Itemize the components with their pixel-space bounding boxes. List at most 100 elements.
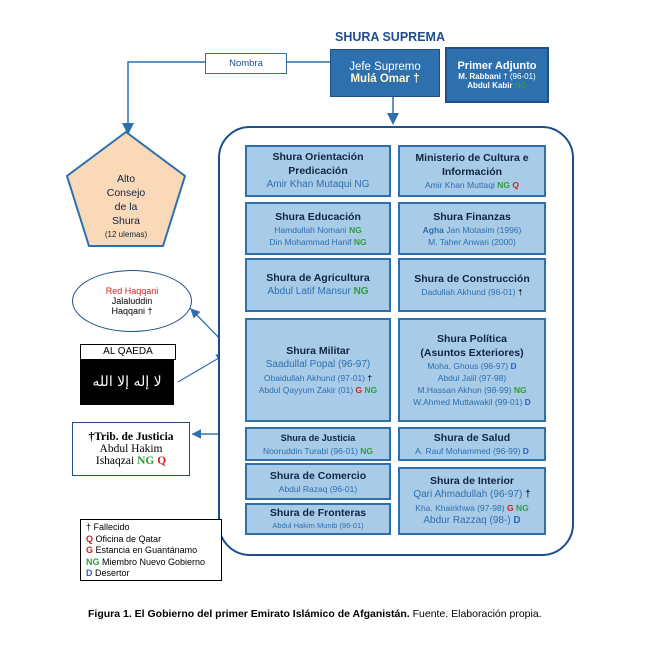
construccion-s: Dadullah Akhund (96-01) † xyxy=(400,286,544,298)
orientacion-h2: Predicación xyxy=(288,165,348,177)
shura-salud-box: Shura de Salud A. Rauf Mohammed (96-99) … xyxy=(398,427,546,461)
justicia-name: Nooruddin Turabi (96-01) xyxy=(262,446,358,456)
adjunto-title: Primer Adjunto xyxy=(457,60,537,72)
shura-comercio-box: Shura de Comercio Abdul Razaq (96-01) xyxy=(245,463,391,500)
trib-l1: Trib. de Justicia xyxy=(94,431,174,443)
alto-consejo-l5: (12 ulemas) xyxy=(104,230,148,239)
trib-l2: Abdul Hakim xyxy=(99,443,163,455)
finanzas-h: Shura Finanzas xyxy=(433,210,511,223)
militar-s3-g: G xyxy=(355,385,363,395)
politica-s3-name: M.Hassan Akhun (98-99) xyxy=(417,385,512,395)
alto-consejo-l2: Consejo xyxy=(106,187,146,199)
legend-label-1: Oficina de Qatar xyxy=(95,533,162,544)
educacion-s2: Din Mohammad Hanif NG xyxy=(247,236,389,248)
interior-s1-name: Qari Ahmadullah (96-97) xyxy=(413,489,523,500)
salud-d: D xyxy=(522,446,529,456)
al-qaeda-label: AL QAEDA xyxy=(80,344,176,360)
trib-q: Q xyxy=(157,455,167,467)
jefe-name: Mulá Omar xyxy=(350,73,410,85)
legend-label-0: Fallecido xyxy=(93,522,130,532)
interior-s2-ng: NG xyxy=(515,503,529,513)
jefe-line1: Jefe Supremo xyxy=(349,61,421,73)
construccion-name: Dadullah Akhund (96-01) xyxy=(421,287,516,297)
interior-h: Shura de Interior xyxy=(429,475,514,487)
primer-adjunto-box: Primer Adjunto M. Rabbani † (96-01) Abdu… xyxy=(445,47,549,103)
educacion-s1-ng: NG xyxy=(348,224,362,235)
politica-h2: (Asuntos Exteriores) xyxy=(420,347,524,359)
agricultura-h: Shura de Agricultura xyxy=(266,272,370,284)
cultura-h2: Información xyxy=(441,166,503,178)
politica-s4-name: W.Ahmed Muttawakil (99-01) xyxy=(413,397,523,407)
justicia-ng: NG xyxy=(360,446,374,456)
alto-consejo-pentagon xyxy=(65,130,187,247)
interior-s1: Qari Ahmadullah (96-97) † xyxy=(400,488,544,502)
adjunto-m1-name: M. Rabbani xyxy=(458,72,501,81)
fronteras-h: Shura de Fronteras xyxy=(269,507,367,519)
adjunto-m2: Abdul Kabir NG xyxy=(447,81,547,90)
figure-caption: Figura 1. El Gobierno del primer Emirato… xyxy=(88,608,588,620)
fronteras-s: Abdul Hakim Munib (96-01) xyxy=(272,521,364,530)
al-qaeda-flag: لا إله إلا الله xyxy=(80,359,174,405)
justicia-s: Nooruddin Turabi (96-01) NG xyxy=(247,445,389,457)
finanzas-s1: Agha Jan Motasim (1996) xyxy=(400,224,544,236)
interior-s2-g: G xyxy=(506,503,514,513)
shura-finanzas-box: Shura Finanzas Agha Jan Motasim (1996) M… xyxy=(398,202,546,255)
shura-orientacion-box: Shura Orientación Predicación Amir Khan … xyxy=(245,145,391,197)
legend-box: † Fallecido Q Oficina de Qatar G Estanci… xyxy=(80,519,222,581)
alto-consejo-l1: Alto xyxy=(116,173,136,185)
cultura-name: Amir Khan Muttaqi xyxy=(424,180,495,190)
politica-s3-ng: NG xyxy=(513,385,527,395)
interior-s3-name: Abdur Razzaq (98-) xyxy=(423,515,511,526)
militar-h: Shura Militar xyxy=(286,345,350,357)
cultura-ng: NG xyxy=(497,180,511,190)
agricultura-ng: NG xyxy=(353,286,369,297)
adjunto-m2-name: Abdul Kabir xyxy=(467,81,513,90)
trib-l1-wrap: †Trib. de Justicia xyxy=(73,431,189,443)
militar-s2-mark: † xyxy=(367,373,373,383)
haqqani-l2: Jalaluddin xyxy=(111,296,153,306)
legend-item-nuevo-gobierno: NG Miembro Nuevo Gobierno xyxy=(86,557,216,569)
educacion-s1: Hamdullah Nomani NG xyxy=(247,224,389,236)
legend-key-1: Q xyxy=(86,533,94,544)
legend-label-2: Estancia en Guantánamo xyxy=(95,545,198,555)
adjunto-m1-years: (96-01) xyxy=(509,72,536,81)
cultura-s: Amir Khan Muttaqi NG Q xyxy=(400,179,544,191)
salud-s: A. Rauf Mohammed (96-99) D xyxy=(400,445,544,457)
shura-politica-box: Shura Política (Asuntos Exteriores) Moha… xyxy=(398,318,546,422)
haqqani-red-label: Red Haqqani xyxy=(105,286,159,296)
red-haqqani-ellipse: Red Haqqani Jalaluddin Haqqani † xyxy=(72,270,192,332)
interior-s1-mark: † xyxy=(525,489,531,500)
adjunto-m1: M. Rabbani † (96-01) xyxy=(447,72,547,81)
legend-key-2: G xyxy=(86,545,94,555)
cultura-q: Q xyxy=(512,180,520,190)
trib-ng: NG xyxy=(137,455,155,467)
alto-consejo-text: Alto Consejo de la Shura (12 ulemas) xyxy=(85,172,167,242)
trib-mark: † xyxy=(88,431,95,443)
legend-item-guantanamo: G Estancia en Guantánamo xyxy=(86,545,216,557)
legend-key-3: NG xyxy=(86,556,100,567)
comercio-s: Abdul Razaq (96-01) xyxy=(278,483,358,494)
shura-agricultura-box: Shura de Agricultura Abdul Latif Mansur … xyxy=(245,258,391,312)
jefe-mark: † xyxy=(413,73,420,85)
justicia-h: Shura de Justicia xyxy=(280,433,356,443)
haqqani-l3: Haqqani xyxy=(111,306,145,316)
salud-h: Shura de Salud xyxy=(433,432,511,444)
alto-consejo-l4: Shura xyxy=(111,215,141,227)
interior-s2-name: Kha. Khairkhwa (97-98) xyxy=(415,503,505,513)
politica-s1-d: D xyxy=(510,361,517,371)
construccion-mark: † xyxy=(517,287,523,297)
shura-militar-box: Shura Militar Saadullal Popal (96-97) Ob… xyxy=(245,318,391,422)
militar-s2-name: Obaidullah Akhund (97-01) xyxy=(263,373,365,383)
shura-justicia-box: Shura de Justicia Nooruddin Turabi (96-0… xyxy=(245,427,391,461)
finanzas-s1b: Jan Motasim (1996) xyxy=(446,224,522,235)
adjunto-m1-mark: † xyxy=(503,72,508,81)
legend-item-fallecido: † Fallecido xyxy=(86,522,216,534)
interior-s3-d: D xyxy=(513,515,521,526)
comercio-h: Shura de Comercio xyxy=(269,469,367,482)
militar-s3-ng: NG xyxy=(364,385,378,395)
politica-s3: M.Hassan Akhun (98-99) NG xyxy=(400,384,544,396)
haqqani-l3-wrap: Haqqani † xyxy=(73,306,191,316)
agricultura-name: Abdul Latif Mansur xyxy=(267,286,351,297)
alto-consejo-l3: de la xyxy=(114,201,138,213)
